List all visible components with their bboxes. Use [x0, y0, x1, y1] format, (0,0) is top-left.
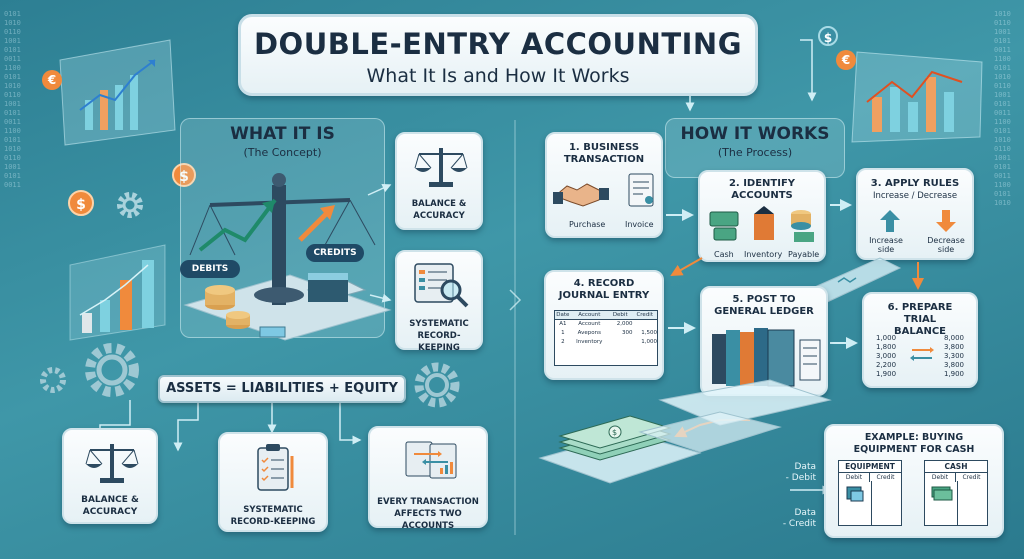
table-row: 1 Avepons 300 1,500: [561, 330, 657, 336]
exchange-arrows-icon: [910, 347, 934, 361]
balance-accuracy-label: BALANCE & ACCURACY: [411, 199, 467, 221]
magnifier-document-icon: [414, 263, 469, 308]
balance-scale-icon: [414, 148, 468, 187]
systematic-record-keeping-card: SYSTEMATIC RECORD-KEEPING: [395, 250, 483, 353]
gear-icon: [414, 362, 460, 408]
svg-text:$: $: [612, 428, 617, 437]
journal-header-debit: Debit: [612, 312, 628, 318]
gear-icon: [40, 367, 66, 393]
dollar-coin-icon: $: [68, 190, 94, 216]
systematic-record-keeping-label: SYSTEMATIC RECORD-KEEPING: [409, 319, 469, 353]
trial-balance-right-column: 8,000 3,800 3,300 3,800 1,900: [943, 334, 964, 378]
dollar-coin-icon: $: [172, 163, 196, 187]
checklist-clipboard-icon: [257, 444, 294, 491]
step1-title: 1. BUSINESS TRANSACTION: [563, 142, 645, 165]
gear-icon: [117, 192, 143, 218]
accounting-equation-bar: ASSETS = LIABILITIES + EQUITY: [158, 375, 406, 403]
table-row: 2 Inventory 1,000: [561, 339, 657, 345]
arrow-up-icon: [880, 210, 900, 232]
step2-cash-label: Cash: [714, 250, 734, 259]
document-exchange-icon: [405, 441, 457, 479]
bottom-systematic-record-keeping-card: SYSTEMATIC RECORD-KEEPING: [218, 432, 328, 532]
journal-header-credit: Credit: [636, 312, 653, 318]
step1-purchase-label: Purchase: [569, 220, 606, 229]
header-banner: DOUBLE-ENTRY ACCOUNTING What It Is and H…: [238, 14, 758, 96]
cash-icon: [931, 486, 953, 501]
example-title: EXAMPLE: BUYING EQUIPMENT FOR CASH: [853, 432, 975, 455]
dollar-coin-icon: $: [818, 26, 838, 46]
invoice-icon: [628, 173, 654, 207]
how-it-works-subtitle: (The Process): [717, 146, 793, 159]
step3-decrease-label: Decrease side: [927, 236, 965, 254]
what-it-is-title: WHAT IT IS: [230, 124, 335, 144]
balance-scale-icon: [85, 444, 139, 483]
top-left-chart-decoration: [59, 39, 176, 146]
credits-label: CREDITS: [306, 244, 364, 262]
step3-increase-label: Increase side: [869, 236, 903, 254]
step2-identify-accounts-card: 2. IDENTIFY ACCOUNTS Cash Inventory Paya…: [698, 170, 826, 262]
step6-title: 6. PREPARE TRIAL BALANCE: [887, 302, 953, 337]
bottom-balance-accuracy-card: BALANCE & ACCURACY: [62, 428, 158, 524]
bottom-balance-accuracy-label: BALANCE & ACCURACY: [81, 495, 139, 517]
step1-invoice-label: Invoice: [625, 220, 654, 229]
step3-subtitle: Increase / Decrease: [872, 191, 958, 201]
table-row: A1 Account 2,000: [559, 321, 633, 327]
journal-header-account: Account: [578, 312, 601, 318]
gear-icon: [85, 343, 139, 397]
cash-debit-label: Debit: [925, 473, 956, 482]
step4-record-journal-entry-card: 4. RECORD JOURNAL ENTRY Date Account Deb…: [544, 270, 664, 380]
trial-balance-left-column: 1,000 1,800 3,000 2,200 1,900: [876, 334, 897, 378]
step5-post-to-ledger-card: 5. POST TO GENERAL LEDGER: [700, 286, 828, 396]
journal-header-row: Date Account Debit Credit: [555, 311, 657, 320]
page-subtitle: What It Is and How It Works: [366, 65, 630, 87]
left-bar-chart-decoration: [69, 244, 166, 341]
step6-trial-balance-card: 6. PREPARE TRIAL BALANCE 1,000 1,800 3,0…: [862, 292, 978, 388]
debits-label: DEBITS: [180, 260, 240, 278]
step3-apply-rules-card: 3. APPLY RULES Increase / Decrease Incre…: [856, 168, 974, 260]
equipment-credit-label: Credit: [876, 474, 895, 481]
cash-label: CASH: [925, 461, 987, 473]
every-transaction-label: EVERY TRANSACTION AFFECTS TWO ACCOUNTS: [377, 497, 479, 531]
step3-title: 3. APPLY RULES: [870, 178, 960, 189]
step-platform: [638, 411, 782, 453]
ledger-books-icon: [712, 328, 821, 387]
bottom-systematic-record-keeping-label: SYSTEMATIC RECORD-KEEPING: [230, 505, 316, 527]
data-credit-label: Data - Credit: [782, 508, 816, 529]
journal-header-date: Date: [556, 312, 570, 318]
step5-title: 5. POST TO GENERAL LEDGER: [714, 294, 814, 317]
balance-scale-illustration: [183, 173, 392, 341]
step2-inventory-label: Inventory: [744, 250, 783, 259]
euro-coin-icon: €: [836, 50, 856, 70]
cash-credit-label: Credit: [962, 474, 981, 481]
equipment-label: EQUIPMENT: [839, 461, 901, 473]
every-transaction-card: EVERY TRANSACTION AFFECTS TWO ACCOUNTS: [368, 426, 488, 531]
what-it-is-subtitle: (The Concept): [243, 146, 322, 159]
step2-payable-label: Payable: [788, 250, 820, 259]
balance-accuracy-card: BALANCE & ACCURACY: [395, 132, 483, 230]
handshake-icon: [553, 183, 609, 207]
journal-table: Date Account Debit Credit A1 Account 2,0…: [554, 310, 658, 366]
example-card: EXAMPLE: BUYING EQUIPMENT FOR CASH EQUIP…: [824, 424, 1004, 538]
data-debit-label: Data - Debit: [785, 462, 816, 483]
step1-business-transaction-card: 1. BUSINESS TRANSACTION Purchase Invoice: [545, 132, 663, 238]
accounting-equation: ASSETS = LIABILITIES + EQUITY: [166, 381, 398, 396]
page-title: DOUBLE-ENTRY ACCOUNTING: [253, 27, 743, 61]
euro-coin-icon: €: [42, 70, 62, 90]
step2-title: 2. IDENTIFY ACCOUNTS: [728, 178, 796, 201]
equipment-debit-label: Debit: [839, 473, 870, 482]
cash-t-account: CASH Debit Credit: [924, 460, 988, 526]
step4-title: 4. RECORD JOURNAL ENTRY: [558, 278, 650, 301]
accounts-icons: [709, 206, 814, 242]
equipment-t-account: EQUIPMENT Debit Credit: [838, 460, 902, 526]
top-right-chart-decoration: [851, 51, 983, 143]
equipment-icon: [846, 486, 864, 502]
arrow-down-icon: [936, 210, 956, 232]
how-it-works-title: HOW IT WORKS: [680, 124, 830, 144]
